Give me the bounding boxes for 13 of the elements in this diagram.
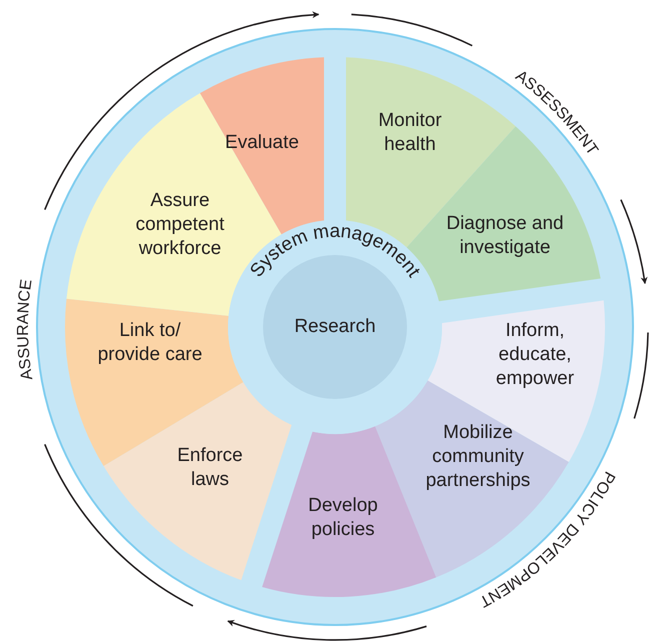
- segment-label: Diagnose and investigate: [445, 212, 565, 260]
- segment-label: Inform, educate, empower: [494, 319, 576, 391]
- wheel-segment: [65, 298, 244, 466]
- segment-label: Enforce laws: [176, 444, 244, 492]
- inner-ring: [228, 220, 442, 434]
- segment-label: Develop policies: [307, 494, 379, 542]
- segment-label: Link to/ provide care: [96, 319, 204, 367]
- segment-label: Monitor health: [377, 109, 443, 157]
- segment-label: Evaluate: [225, 131, 299, 155]
- wheel-segment: [104, 382, 292, 580]
- segment-label: Mobilize community partnerships: [424, 421, 532, 493]
- segment-label: Assure competent workforce: [134, 189, 226, 261]
- segment-label: Research: [294, 315, 376, 339]
